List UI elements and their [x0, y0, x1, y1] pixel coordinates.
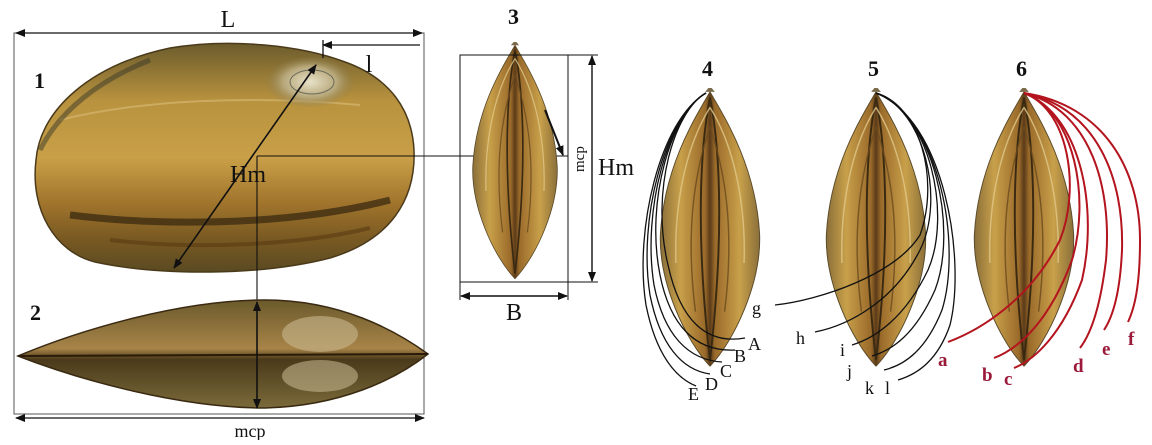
- panel-5-right-curves: 5 g h i j k l: [752, 56, 955, 398]
- curve-label-A: A: [748, 334, 761, 354]
- width-label: B: [506, 300, 522, 326]
- curve-label-l: l: [885, 378, 890, 398]
- curve-label-B: B: [734, 346, 746, 366]
- panel-4-left-curves: 4 A B C D E: [643, 56, 761, 404]
- curve-label-h: h: [796, 328, 805, 348]
- panel-number-6: 6: [1016, 56, 1027, 81]
- panel-number-2: 2: [30, 300, 41, 325]
- shell-side-photo: [35, 43, 414, 272]
- curve-label-f: f: [1128, 329, 1135, 350]
- panel-number-5: 5: [868, 56, 879, 81]
- panel-6-red-curves: 6 a b c d e f: [938, 56, 1140, 390]
- curve-label-g: g: [752, 298, 761, 318]
- panel-number-3: 3: [508, 4, 519, 29]
- max-height-label: Hm: [230, 162, 266, 188]
- length-label: L: [221, 7, 236, 33]
- curve-label-e: e: [1102, 339, 1110, 360]
- convexity-label-top: mcp: [235, 421, 266, 440]
- side-height-label: Hm: [598, 155, 634, 181]
- curve-label-c: c: [1004, 369, 1012, 390]
- curve-label-D: D: [705, 374, 718, 394]
- curve-label-E: E: [688, 384, 699, 404]
- curve-label-j: j: [846, 361, 852, 381]
- curve-label-a: a: [938, 350, 948, 371]
- panel-number-4: 4: [702, 56, 713, 81]
- convexity-label-end: mcp: [572, 146, 588, 172]
- curve-label-C: C: [720, 361, 732, 381]
- umbo-distance-label: l: [366, 52, 373, 78]
- shell-end-photo: [473, 40, 558, 278]
- curve-label-i: i: [840, 340, 845, 360]
- curve-label-b: b: [982, 365, 993, 386]
- curve-label-d: d: [1073, 356, 1084, 377]
- curve-label-k: k: [865, 378, 874, 398]
- panel-number-1: 1: [34, 68, 45, 93]
- panel-3-end-view: Hm B mcp 3: [460, 4, 634, 326]
- panel-2-top-view: mcp 2: [16, 300, 428, 440]
